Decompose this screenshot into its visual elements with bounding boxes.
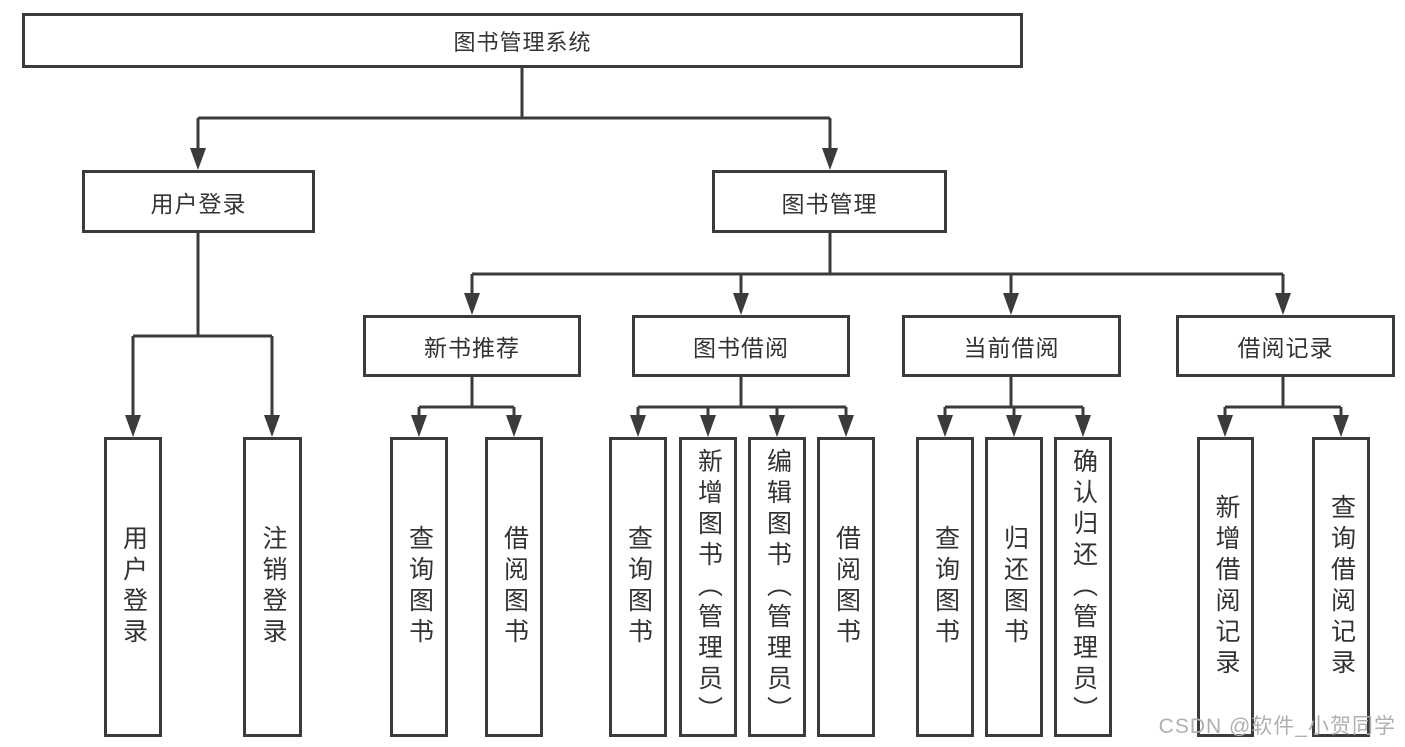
leaf-borrow-book-label: 借阅图书 (832, 525, 861, 649)
csdn-watermark: CSDN @软件_小贺同学 (1158, 715, 1396, 738)
leaf-confirm-return-admin: 确认归还（管理员） (1054, 437, 1112, 737)
leaf-search-book-borrow-label: 查询图书 (624, 525, 653, 649)
leaf-add-book-admin-label: 新增图书（管理员） (694, 447, 723, 727)
leaf-edit-book-admin-label: 编辑图书（管理员） (763, 447, 792, 727)
node-book-management: 图书管理 (712, 170, 947, 233)
leaf-search-book-current-label: 查询图书 (931, 525, 960, 649)
leaf-add-borrow-record: 新增借阅记录 (1197, 437, 1254, 737)
leaf-user-login-label: 用户登录 (119, 525, 148, 649)
node-user-login: 用户登录 (82, 170, 315, 233)
leaf-borrow-book: 借阅图书 (817, 437, 875, 737)
leaf-add-borrow-record-label: 新增借阅记录 (1212, 494, 1240, 680)
leaf-borrow-book-recommend: 借阅图书 (485, 437, 543, 737)
node-borrowing-records: 借阅记录 (1176, 315, 1395, 377)
leaf-logout-label: 注销登录 (259, 525, 287, 649)
leaf-search-book-recommend-label: 查询图书 (405, 525, 434, 649)
leaf-user-login: 用户登录 (104, 437, 162, 737)
leaf-search-book-borrow: 查询图书 (609, 437, 667, 737)
leaf-confirm-return-admin-label: 确认归还（管理员） (1069, 447, 1098, 727)
node-library-management-system: 图书管理系统 (22, 13, 1023, 68)
leaf-search-borrow-record: 查询借阅记录 (1312, 437, 1370, 737)
leaf-edit-book-admin: 编辑图书（管理员） (748, 437, 806, 737)
leaf-borrow-book-recommend-label: 借阅图书 (500, 525, 529, 649)
node-new-book-recommendation: 新书推荐 (363, 315, 581, 377)
leaf-search-book-current: 查询图书 (916, 437, 974, 737)
leaf-add-book-admin: 新增图书（管理员） (679, 437, 737, 737)
leaf-search-book-recommend: 查询图书 (390, 437, 448, 737)
leaf-logout: 注销登录 (243, 437, 302, 737)
node-current-borrowing: 当前借阅 (902, 315, 1121, 377)
leaf-search-borrow-record-label: 查询借阅记录 (1327, 494, 1356, 680)
leaf-return-book: 归还图书 (985, 437, 1043, 737)
node-book-borrowing: 图书借阅 (632, 315, 850, 377)
arrowheads (125, 148, 1349, 437)
leaf-return-book-label: 归还图书 (1000, 525, 1029, 649)
